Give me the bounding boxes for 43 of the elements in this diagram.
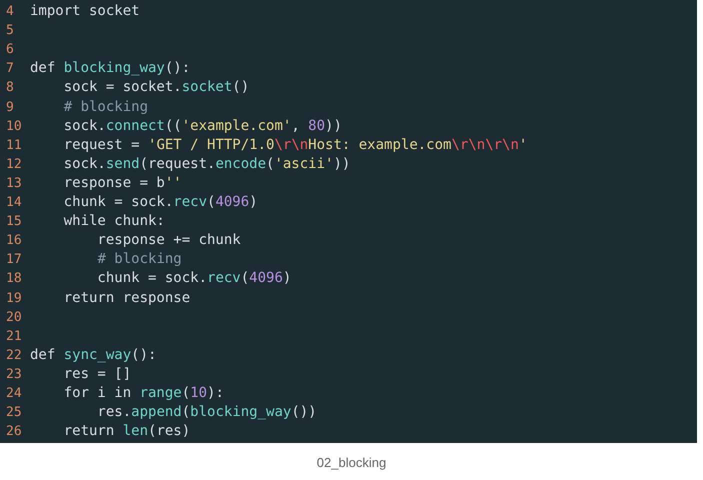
- line-number: 8: [6, 79, 15, 98]
- code-line: # blocking: [96, 250, 182, 270]
- line-number: 19: [6, 290, 23, 308]
- line-number: 18: [6, 270, 23, 288]
- code-line: chunk = sock.recv(4096): [96, 269, 292, 288]
- line-number: 20: [6, 308, 23, 327]
- line-number: 7: [6, 60, 15, 78]
- code-line: # blocking: [62, 98, 148, 116]
- code-line: def blocking_way():: [30, 59, 190, 78]
- line-number: 21: [6, 328, 23, 346]
- code-line: response = b'': [62, 174, 182, 193]
- line-number: 16: [6, 232, 23, 250]
- line-number: 24: [6, 385, 23, 403]
- line-number: 5: [6, 22, 15, 40]
- code-line: sock.connect(('example.com', 80)): [62, 116, 342, 136]
- line-number: 6: [6, 41, 15, 60]
- line-number: 10: [6, 118, 23, 136]
- line-number: 26: [6, 423, 23, 442]
- code-line: return len(res): [62, 422, 190, 442]
- code-line: request = 'GET / HTTP/1.0\r\nHost: example.com\r\n\r\n': [62, 136, 528, 155]
- line-number: 15: [6, 213, 23, 232]
- code-line: response += chunk: [96, 231, 241, 250]
- caption: 02_blocking: [316, 455, 388, 470]
- line-number: 9: [6, 98, 15, 116]
- code-line: return response: [62, 288, 190, 308]
- code-line: for i in range(10):: [62, 384, 224, 403]
- code-line: sock.send(request.encode('ascii')): [62, 154, 350, 174]
- line-number: 23: [6, 366, 23, 384]
- line-number: 17: [6, 251, 23, 270]
- line-number: 22: [6, 346, 23, 365]
- line-number: 13: [6, 174, 23, 193]
- code-line: while chunk:: [62, 212, 165, 232]
- code-line: chunk = sock.recv(4096): [62, 193, 258, 212]
- code-line: res = []: [62, 364, 132, 384]
- code-line: sock = socket.socket(): [62, 78, 250, 98]
- code-line: def sync_way():: [30, 346, 156, 365]
- line-number: 4: [6, 3, 15, 21]
- line-number: 12: [6, 156, 23, 174]
- line-number: 25: [6, 404, 23, 422]
- line-number: 11: [6, 136, 23, 155]
- line-number: 14: [6, 194, 23, 212]
- code-line: import socket: [30, 2, 140, 21]
- code-line: res.append(blocking_way()): [96, 403, 317, 422]
